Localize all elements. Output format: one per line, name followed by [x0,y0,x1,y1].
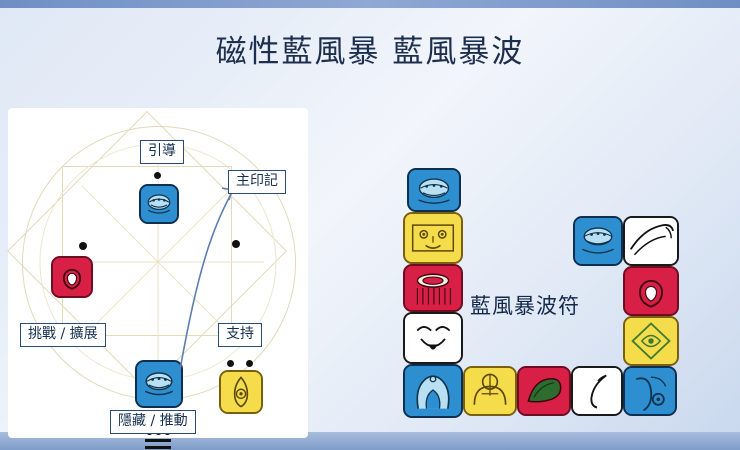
wavespell-board [380,150,720,420]
wavespell-tile-6[interactable] [463,366,517,416]
label-main-seal: 主印記 [228,170,286,195]
oracle-board [6,108,308,449]
wavespell-tile-2[interactable] [403,212,463,264]
guide-tone-dot [154,172,161,179]
label-hidden: 隱藏 / 推動 [110,410,196,435]
oracle-tile-support[interactable] [219,370,263,414]
support-tone-dot-1 [227,360,234,367]
wavespell-tile-12[interactable] [623,216,679,266]
wavespell-tile-3[interactable] [403,264,463,312]
page-title: 磁性藍風暴 藍風暴波 [215,34,525,70]
label-challenge: 挑戰 / 擴展 [20,323,106,348]
oracle-tile-main-seal[interactable] [135,360,183,408]
wavespell-tile-9[interactable] [623,366,677,416]
wavespell-title: 藍風暴波符 [470,294,580,318]
oracle-square-decor [62,166,232,336]
wavespell-tile-5[interactable] [403,364,463,418]
wavespell-tile-10[interactable] [623,316,679,366]
label-guide: 引導 [140,140,184,165]
oracle-tile-challenge[interactable] [51,256,93,298]
wavespell-tile-4[interactable] [403,312,463,364]
wavespell-tile-7[interactable] [517,366,571,416]
oracle-tile-guide[interactable] [139,184,179,224]
wavespell-tile-8[interactable] [571,366,623,416]
support-tone-dot-2 [246,360,253,367]
wavespell-tile-13[interactable] [573,216,623,266]
label-support: 支持 [218,323,262,348]
hidden-tone-bar-2 [145,446,171,449]
hidden-tone-bar-1 [145,439,171,442]
wavespell-tile-11[interactable] [623,266,679,316]
top-decor-band [0,0,740,8]
wavespell-tile-1[interactable] [407,168,461,212]
